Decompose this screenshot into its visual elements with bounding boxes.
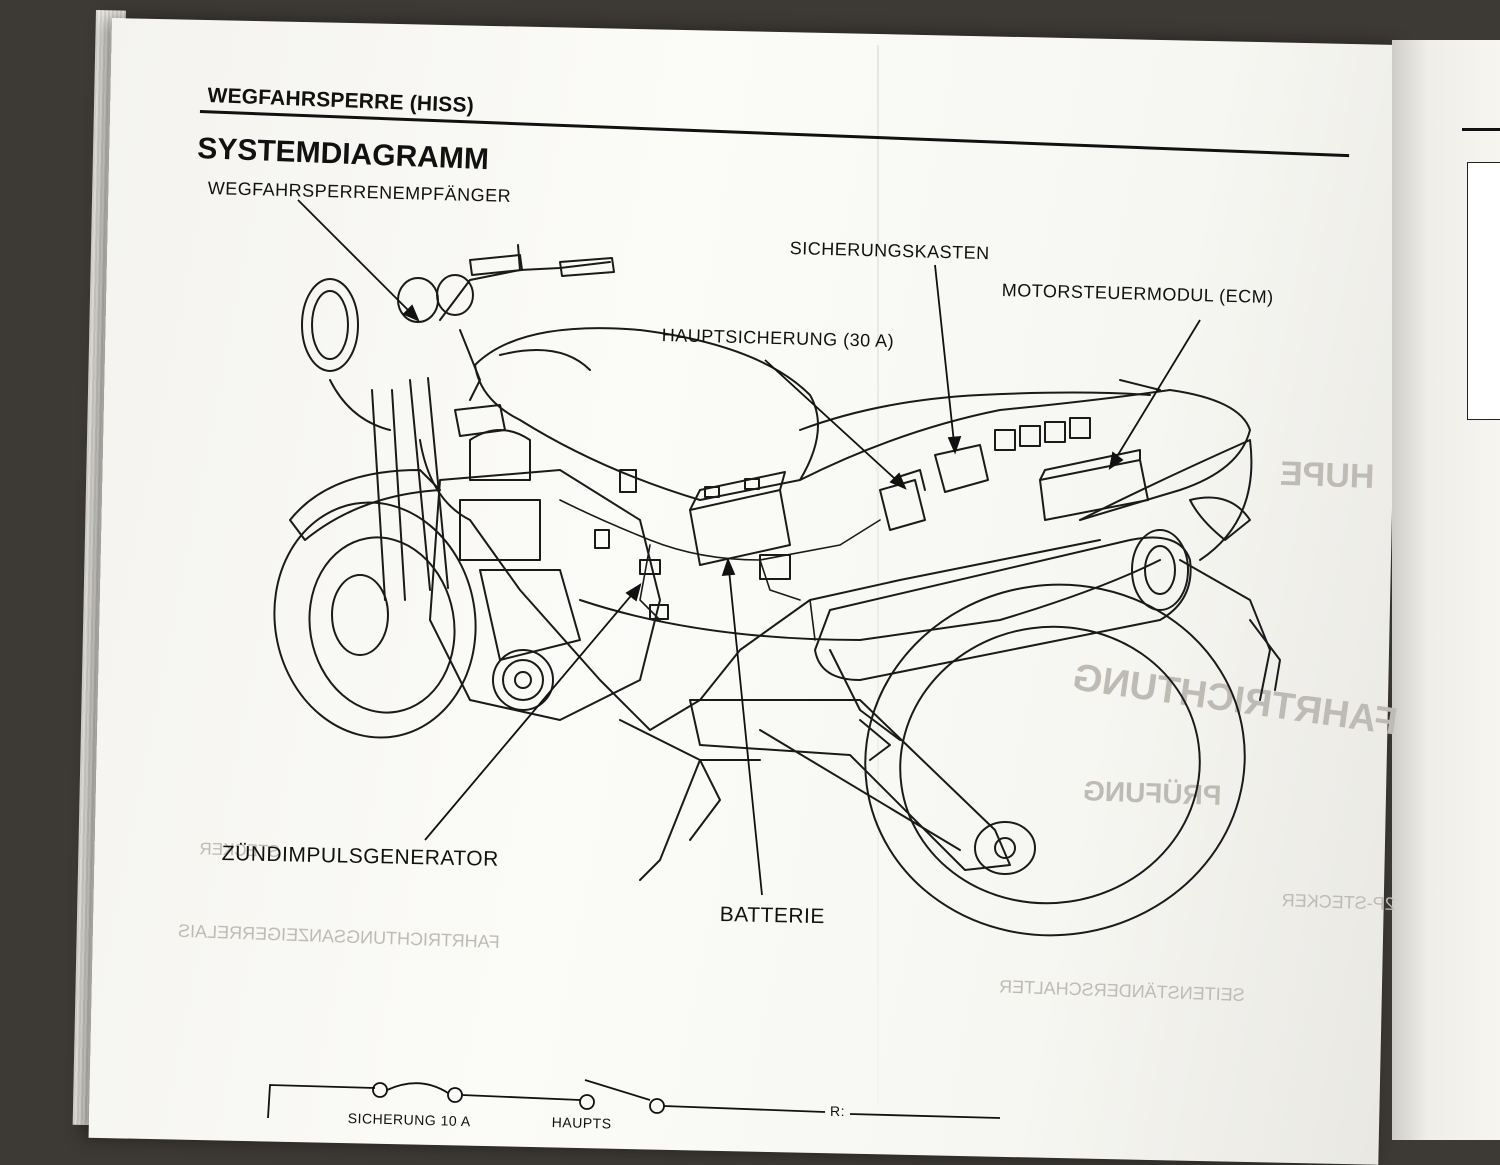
- page-fold-crease: [877, 45, 879, 1105]
- tail-section: [1079, 439, 1253, 561]
- facing-page: [1392, 40, 1500, 1140]
- rear-hub: [974, 821, 1036, 875]
- leader-ignition-pulse: [424, 584, 641, 841]
- facing-page-rule: [1462, 128, 1500, 131]
- speedometer: [397, 277, 439, 323]
- muffler: [814, 536, 1192, 681]
- frame: [419, 439, 1101, 731]
- rear-tire-inner: [899, 625, 1201, 905]
- circuit-fuse-label: SICHERUNG 10 A: [347, 1110, 471, 1130]
- ecm-unit: [1039, 459, 1149, 521]
- rear-tire-outer: [864, 583, 1246, 937]
- leader-fuse-box: [934, 264, 956, 453]
- fuse-box-part: [934, 444, 989, 493]
- engine: [429, 469, 661, 721]
- wiring-harness: [559, 499, 881, 561]
- exhaust-pipe: [579, 559, 1161, 641]
- leader-receiver: [297, 199, 419, 321]
- circuit-main-label: HAUPTS: [551, 1114, 612, 1132]
- circuit-fuse-node-2: [447, 1087, 463, 1103]
- circuit-switch-node-2: [649, 1098, 665, 1114]
- front-tire-inner: [308, 536, 456, 714]
- front-fork-right: [409, 377, 449, 591]
- relay-2: [1019, 425, 1041, 447]
- tachometer: [436, 274, 474, 316]
- taillight: [1189, 496, 1251, 541]
- front-fender: [289, 469, 441, 541]
- relay-4: [1069, 417, 1091, 439]
- leader-main-fuse: [764, 359, 906, 489]
- motorcycle-diagram: [267, 199, 1281, 1119]
- front-tire-outer: [273, 501, 477, 739]
- seat: [799, 391, 1151, 431]
- relay-3: [1044, 421, 1066, 443]
- battery-box: [689, 489, 791, 566]
- circuit-terminal: R:: [830, 1103, 845, 1119]
- circuit-fragment: [267, 1079, 1001, 1119]
- relay-1: [994, 429, 1016, 451]
- label-battery: BATTERIE: [719, 903, 826, 929]
- facing-page-box: [1467, 162, 1500, 420]
- circuit-fuse-node-1: [372, 1082, 388, 1098]
- circuit-switch-node-1: [579, 1094, 595, 1110]
- front-sprocket: [492, 649, 554, 711]
- headlight: [301, 278, 359, 372]
- leader-battery: [727, 559, 763, 896]
- leader-ecm: [1109, 319, 1201, 469]
- fuel-tank: [474, 327, 819, 501]
- swing-arm: [689, 699, 1011, 871]
- kickstand: [639, 759, 701, 881]
